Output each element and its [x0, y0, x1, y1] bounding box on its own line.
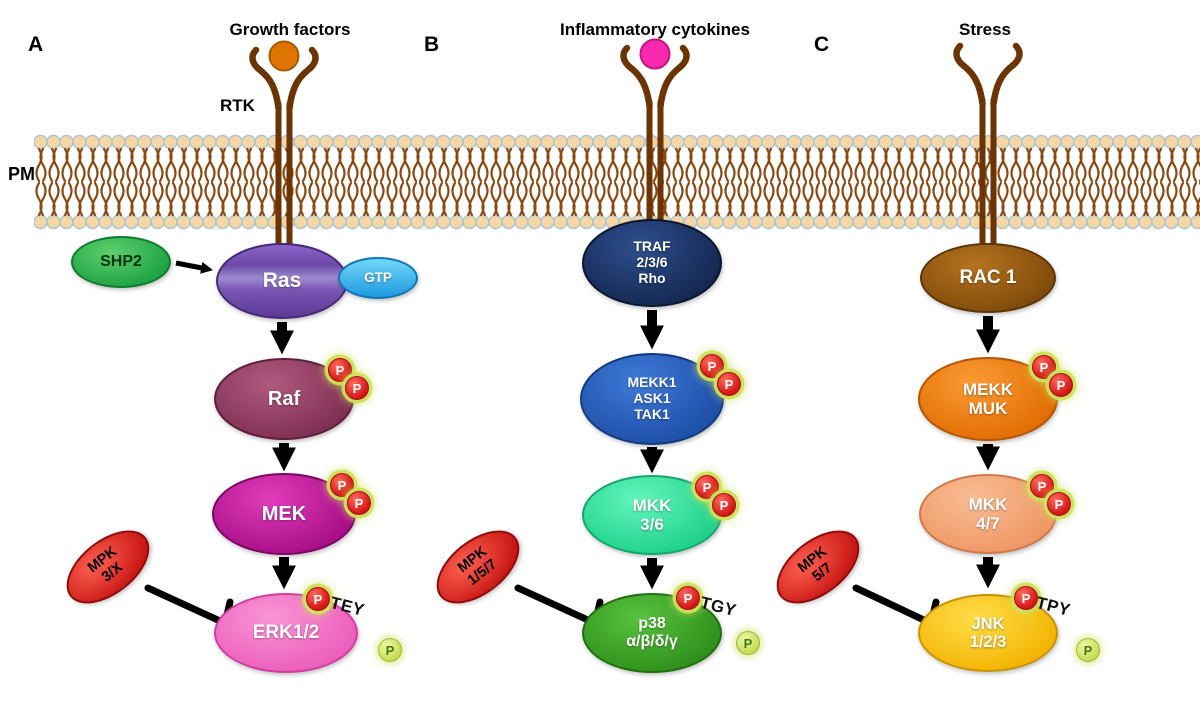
node-mkk36-line1: MKK [632, 495, 672, 515]
inhibition-line-c [852, 584, 930, 625]
phosphate-icon: P [347, 491, 371, 515]
node-mekk1-line1: MEKK1 [627, 374, 677, 391]
stimulus-label-a: Growth factors [229, 20, 351, 39]
node-p38-line1: p38 [638, 615, 666, 633]
node-mekk1-line3: TAK1 [634, 405, 670, 422]
node-p38: p38 α/β/δ/γ [582, 593, 722, 673]
node-traf-rho: TRAF 2/3/6 Rho [582, 219, 722, 307]
node-jnk: JNK 1/2/3 [918, 594, 1058, 672]
phosphate-icon: P [695, 475, 719, 499]
rtk-label: RTK [220, 96, 255, 115]
shp2-activation-arrow [175, 260, 213, 274]
node-traf-line1: TRAF [633, 238, 671, 255]
plasma-membrane [34, 133, 1200, 231]
node-ras-label: Ras [262, 269, 302, 293]
node-rac1: RAC 1 [920, 243, 1056, 313]
node-mkk47-line2: 4/7 [976, 514, 1000, 533]
node-mekk1-line2: ASK1 [633, 390, 671, 407]
receptor-icon-c [953, 42, 1023, 253]
node-ras: Ras [216, 243, 348, 319]
node-mekkmuk-line1: MEKK [962, 379, 1014, 399]
phosphate-icon: P [700, 354, 724, 378]
node-traf-line2: 2/3/6 [636, 254, 668, 271]
phosphate-icon: P [1032, 355, 1056, 379]
node-erk12: ERK1/2 [214, 593, 358, 673]
node-gtp: GTP [338, 257, 418, 299]
phosphate-icon: P [330, 473, 354, 497]
node-rac1-label: RAC 1 [959, 267, 1017, 289]
phosphate-icon: P [717, 372, 741, 396]
growth-factor-ligand-icon [268, 40, 300, 72]
phosphate-icon: P [378, 638, 402, 662]
phosphate-icon: P [345, 376, 369, 400]
node-mekkmuk-line2: MUK [968, 399, 1008, 418]
plasma-membrane-label: PM [8, 164, 35, 184]
phosphate-icon: P [1014, 586, 1038, 610]
phosphate-icon: P [736, 631, 760, 655]
node-mek-label: MEK [261, 502, 307, 525]
stimulus-label-c: Stress [959, 20, 1011, 39]
node-shp2: SHP2 [71, 236, 171, 288]
node-traf-line3: Rho [638, 269, 666, 286]
node-erk12-label: ERK1/2 [252, 622, 320, 644]
phosphate-icon: P [328, 358, 352, 382]
inhibition-line-a [144, 584, 224, 625]
node-raf-label: Raf [267, 387, 301, 410]
cascade-arrows [269, 310, 1001, 590]
panel-label-c: C [814, 33, 830, 56]
cytokine-ligand-icon [639, 38, 671, 70]
phosphate-icon: P [1047, 492, 1071, 516]
panel-label-a: A [28, 33, 44, 56]
phosphate-icon: P [1030, 474, 1054, 498]
node-jnk-line1: JNK [971, 614, 1005, 633]
node-mkk47-line1: MKK [968, 494, 1008, 514]
receptor-icon-a [249, 46, 319, 257]
node-p38-line2: α/β/δ/γ [626, 633, 678, 650]
node-shp2-label: SHP2 [100, 253, 142, 271]
phosphate-icon: P [1049, 373, 1073, 397]
phosphate-icon: P [1076, 638, 1100, 662]
panel-label-b: B [424, 33, 440, 56]
phosphate-icon: P [712, 493, 736, 517]
phosphate-icon: P [306, 587, 330, 611]
node-jnk-line2: 1/2/3 [969, 633, 1007, 651]
stimulus-label-b: Inflammatory cytokines [560, 20, 750, 39]
node-mkk36-line2: 3/6 [640, 515, 664, 534]
phosphate-icon: P [676, 586, 700, 610]
inhibition-line-b [514, 584, 594, 625]
node-mkk47: MKK 4/7 [919, 474, 1057, 554]
node-gtp-label: GTP [364, 270, 392, 286]
